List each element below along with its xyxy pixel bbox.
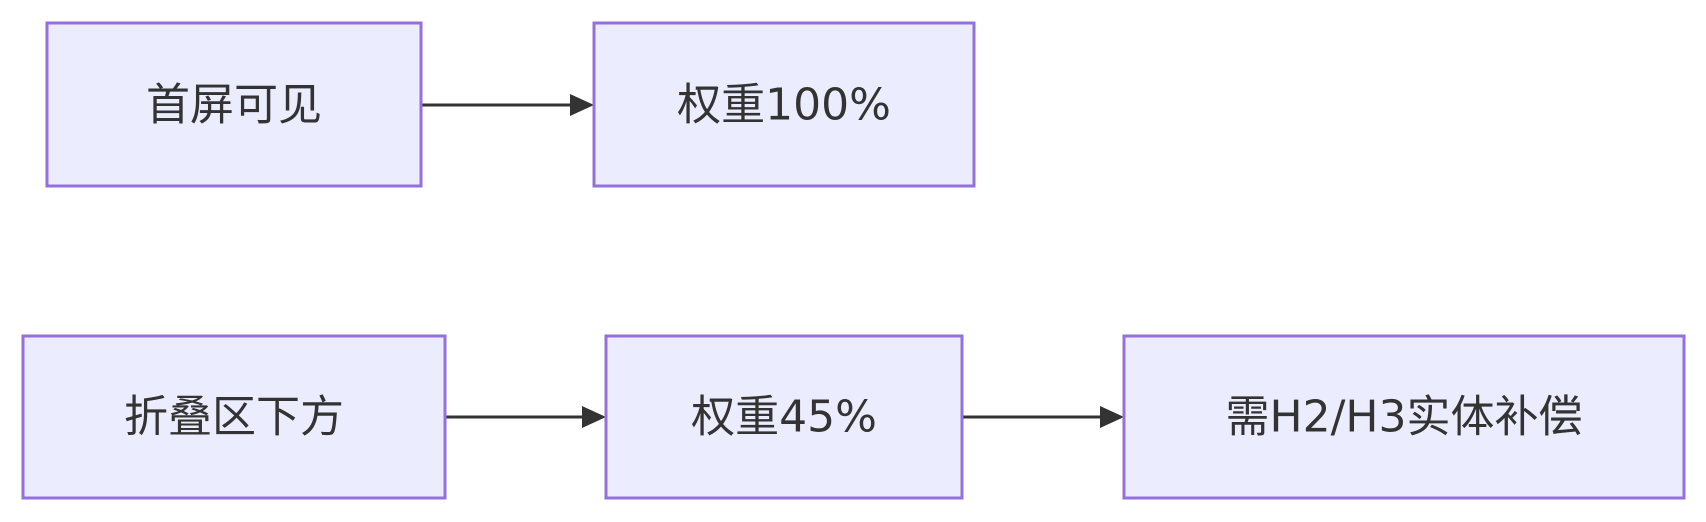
node-weight-100-label: 权重100% [677, 80, 891, 131]
node-below-fold-box [21, 334, 447, 500]
node-weight-45-box [604, 334, 964, 500]
node-above-fold: 首屏可见 [45, 21, 423, 188]
node-weight-45-label: 权重45% [691, 392, 877, 443]
node-compensate-label: 需H2/H3实体补偿 [1226, 392, 1583, 443]
arrow-head-icon [1100, 406, 1124, 428]
arrow-head-icon [570, 94, 594, 116]
node-above-fold-box [45, 21, 423, 188]
node-compensate-box [1122, 334, 1686, 500]
node-below-fold: 折叠区下方 [21, 334, 447, 500]
node-below-fold-label: 折叠区下方 [124, 392, 344, 443]
node-weight-100: 权重100% [592, 21, 976, 188]
node-above-fold-label: 首屏可见 [146, 80, 322, 131]
arrow-head-icon [582, 406, 606, 428]
node-weight-100-box [592, 21, 976, 188]
node-weight-45: 权重45% [604, 334, 964, 500]
edges [421, 94, 1124, 428]
node-compensate: 需H2/H3实体补偿 [1122, 334, 1686, 500]
